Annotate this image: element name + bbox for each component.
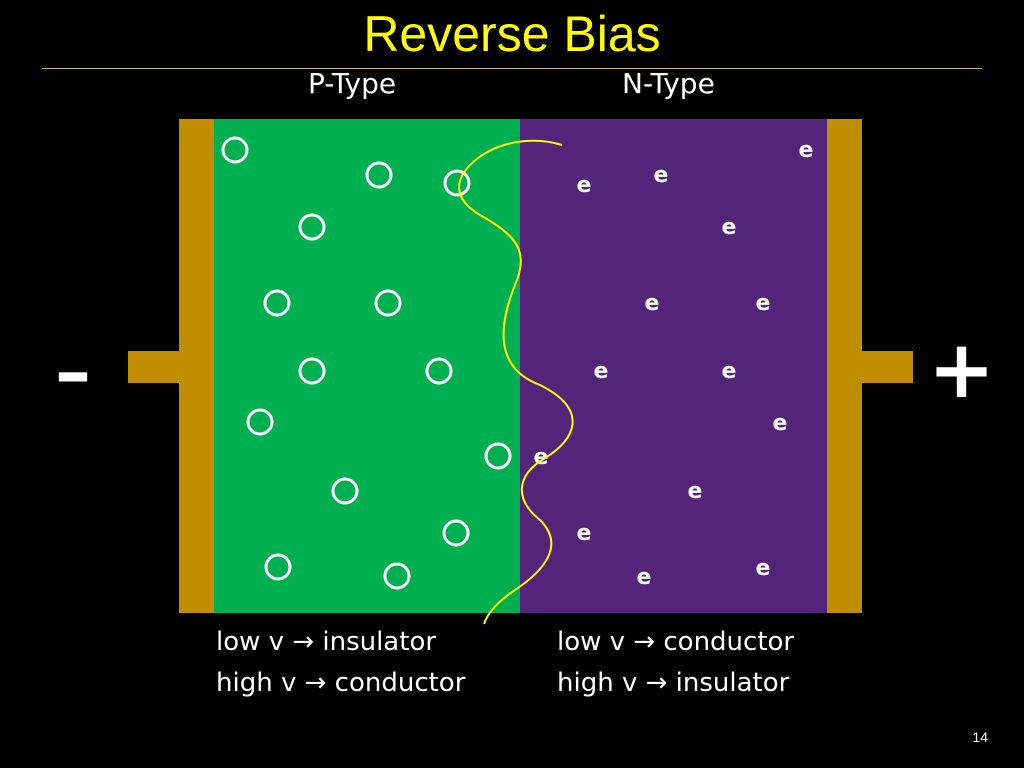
n-note-line-1: low v → conductor (557, 627, 795, 657)
page-number: 14 (972, 729, 988, 745)
hole (383, 562, 411, 590)
slide-title: Reverse Bias (363, 6, 661, 62)
n-type-notes: low v → conductor high v → insulator (557, 622, 794, 704)
hole (442, 519, 470, 547)
electron: e (645, 291, 660, 316)
p-type-region (214, 119, 520, 613)
electron: e (756, 291, 771, 316)
electron: e (688, 479, 703, 504)
hole (264, 553, 292, 581)
p-type-notes: low v → insulator high v → conductor (216, 622, 465, 704)
n-type-region (520, 119, 827, 613)
hole (365, 161, 393, 189)
hole (374, 289, 402, 317)
hole (298, 213, 326, 241)
p-type-label: P-Type (308, 67, 397, 100)
electron: e (594, 359, 609, 384)
electron: e (722, 215, 737, 240)
electrons-group: e e e e e e e e e e e e e e (534, 138, 814, 590)
electron: e (637, 565, 652, 590)
negative-terminal-sign: – (55, 330, 91, 414)
hole (425, 357, 453, 385)
depletion-boundary-line (458, 139, 574, 625)
electron: e (773, 411, 788, 436)
hole (246, 408, 274, 436)
hole (263, 289, 291, 317)
n-note-line-2: high v → insulator (557, 668, 790, 698)
right-contact-plate (827, 119, 862, 613)
p-note-line-2: high v → conductor (216, 668, 466, 698)
hole (484, 442, 512, 470)
electron: e (722, 359, 737, 384)
n-type-label: N-Type (622, 67, 715, 100)
negative-lead-wire (128, 351, 180, 383)
electron: e (577, 173, 592, 198)
hole (298, 357, 326, 385)
hole (331, 477, 359, 505)
left-contact-plate (179, 119, 214, 613)
electron: e (577, 521, 592, 546)
electron: e (654, 163, 669, 188)
title-divider (42, 68, 982, 69)
electron: e (756, 556, 771, 581)
positive-lead-wire (861, 351, 913, 383)
hole (443, 169, 471, 197)
electron: e (799, 138, 814, 163)
p-note-line-1: low v → insulator (216, 627, 437, 657)
positive-terminal-sign: + (928, 323, 996, 416)
hole (221, 136, 249, 164)
holes-group (221, 136, 512, 590)
